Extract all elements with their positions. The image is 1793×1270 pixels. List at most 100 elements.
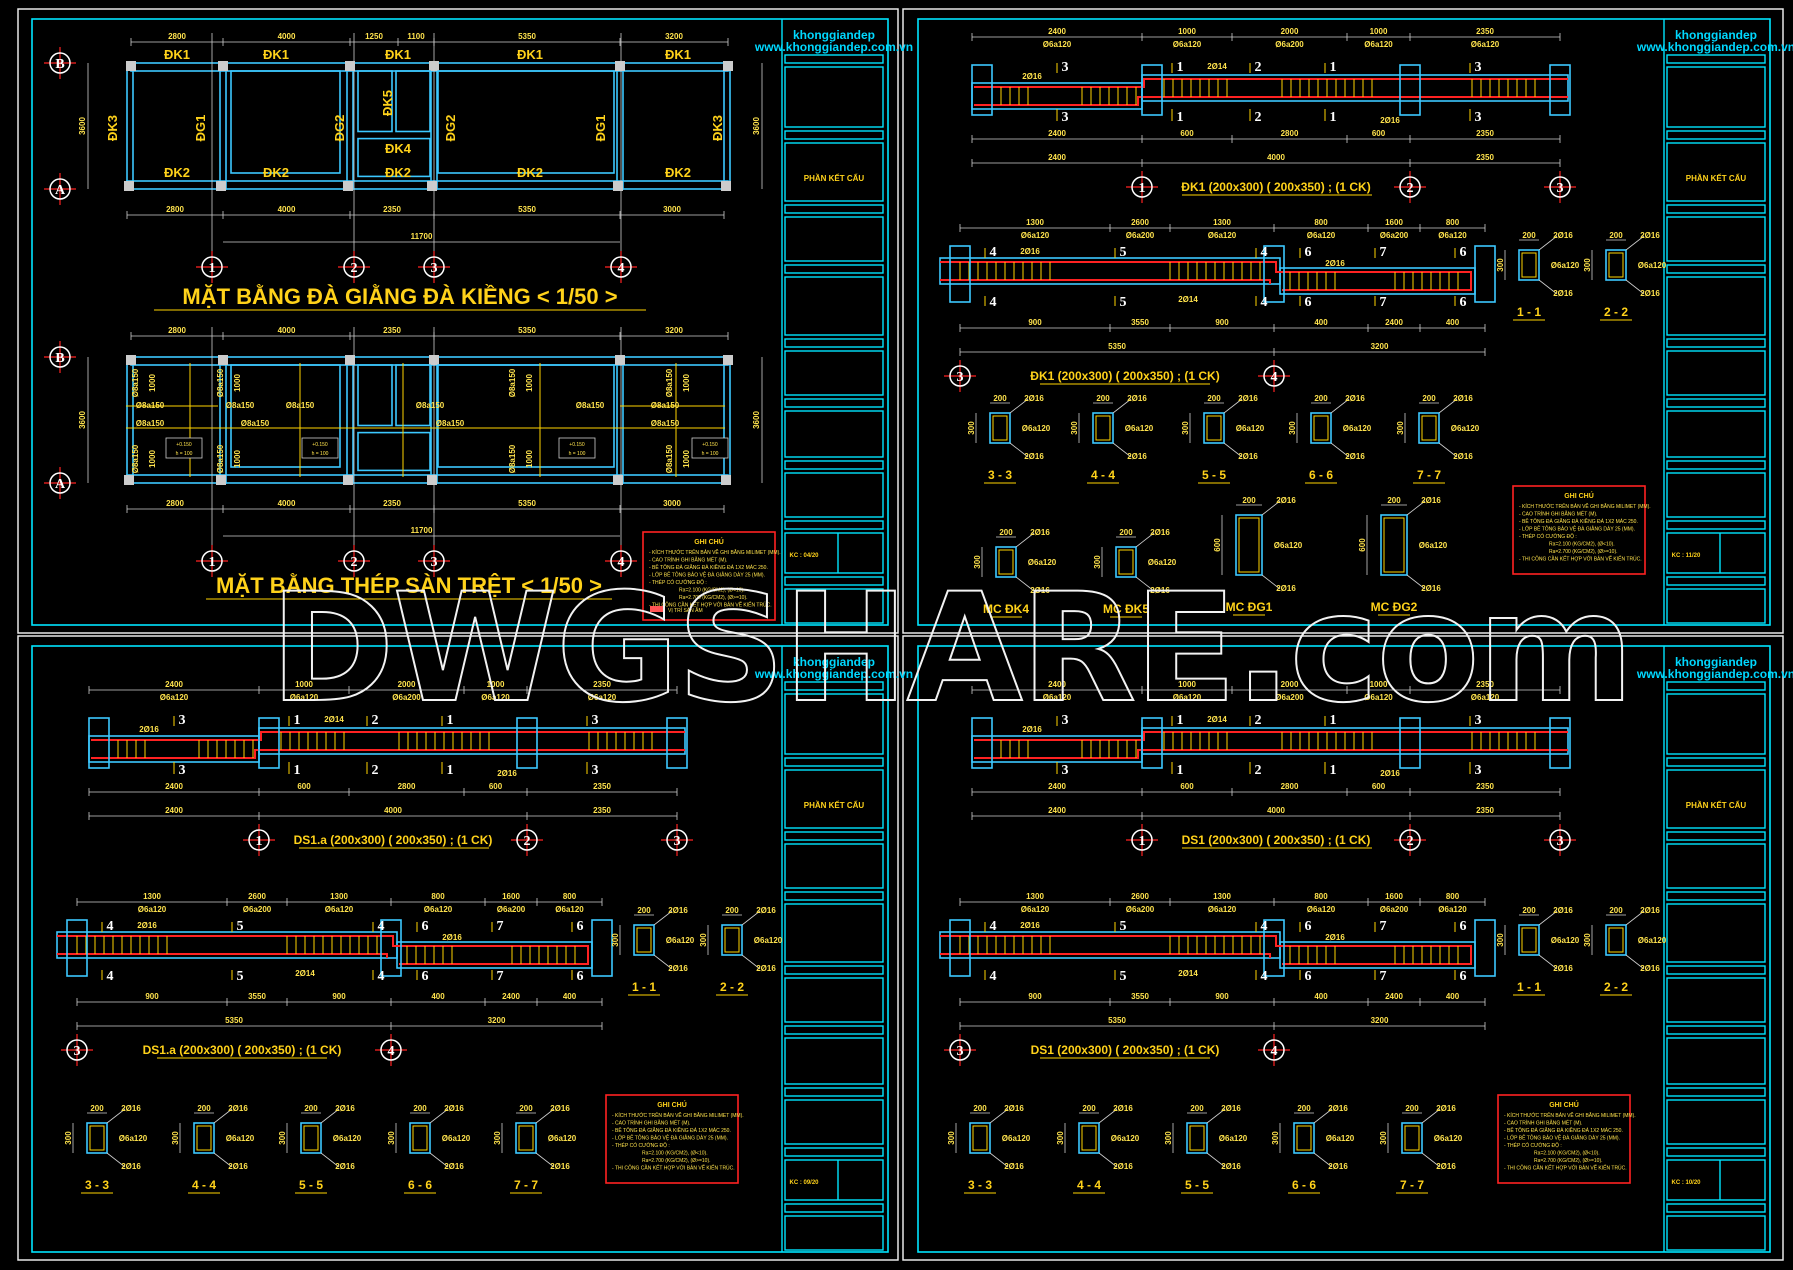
dimension-text: 4000 bbox=[1267, 153, 1285, 162]
slab-panel bbox=[395, 364, 431, 427]
notes-line: - BÊ TÔNG ĐÀ GIẰNG ĐÀ KIỀNG ĐÁ 1X2 MÁC 2… bbox=[1519, 517, 1638, 525]
section-title: 1 - 1 bbox=[1517, 980, 1541, 994]
stirrup-spacing: Ø6a120 bbox=[1021, 231, 1050, 240]
dimension-text: 3200 bbox=[488, 1016, 506, 1025]
dimension-text: 5350 bbox=[225, 1016, 243, 1025]
axis-label: 3 bbox=[957, 370, 964, 385]
stirrup-spacing: Ø6a120 bbox=[1471, 40, 1500, 49]
level-box bbox=[165, 437, 203, 459]
title-block-cell bbox=[784, 891, 884, 901]
top-rebar bbox=[974, 731, 1568, 741]
stirrup-spacing: Ø6a120 bbox=[1043, 693, 1072, 702]
stirrup-spacing: Ø6a200 bbox=[1380, 905, 1409, 914]
title-block-cell bbox=[784, 1215, 884, 1251]
axis-label: 1 bbox=[1139, 181, 1146, 196]
section-cut-label: 5 bbox=[1120, 245, 1127, 260]
stirrup-label: Ø6a120 bbox=[119, 1134, 148, 1143]
title-block-cell bbox=[1666, 757, 1766, 767]
section-stirrup bbox=[1189, 1125, 1205, 1151]
title-block-cell bbox=[784, 1037, 884, 1085]
axis-label: 4 bbox=[618, 261, 625, 276]
section-width: 200 bbox=[1096, 394, 1110, 403]
leader bbox=[1538, 235, 1558, 251]
title-block-cell bbox=[784, 410, 884, 458]
title-block-cell bbox=[784, 532, 884, 574]
section-width: 200 bbox=[1609, 231, 1623, 240]
drawing-frame bbox=[31, 645, 889, 1253]
stirrup-label: Ø6a120 bbox=[1111, 1134, 1140, 1143]
section-cut-label: 4 bbox=[378, 919, 385, 934]
leader bbox=[653, 910, 673, 926]
axis-label: 4 bbox=[1271, 370, 1278, 385]
axis-label: 4 bbox=[1271, 1044, 1278, 1059]
leader bbox=[1421, 1152, 1441, 1168]
section-cut-label: 4 bbox=[990, 245, 997, 260]
bar-label: 2Ø16 bbox=[335, 1104, 355, 1113]
section-cut-label: 6 bbox=[1305, 969, 1312, 984]
dimension-text: 2800 bbox=[166, 205, 184, 214]
notes-line: - CAO TRÌNH GHI BẰNG MÉT (M). bbox=[649, 556, 727, 564]
dimension-text: 1000 bbox=[1370, 680, 1388, 689]
axis-bubble bbox=[1263, 1039, 1285, 1061]
leader bbox=[1223, 442, 1243, 458]
notes-line: Ra=2.100 (KG/CM2), (Ø<10). bbox=[642, 1151, 708, 1157]
axis-label: 2 bbox=[1407, 181, 1414, 196]
title-block-cell bbox=[1666, 460, 1766, 470]
dimension-text: 2000 bbox=[1281, 27, 1299, 36]
section-title: 7 - 7 bbox=[1400, 1178, 1424, 1192]
section-cut-label: 1 bbox=[1177, 60, 1184, 75]
dimension-text: 2350 bbox=[593, 806, 611, 815]
level-box bbox=[691, 437, 729, 459]
section-stirrup bbox=[1404, 1125, 1420, 1151]
dimension-text: 2800 bbox=[168, 326, 186, 335]
bar-label: 2Ø16 bbox=[1453, 394, 1473, 403]
section-title: 5 - 5 bbox=[299, 1178, 323, 1192]
section-outline bbox=[969, 1122, 991, 1154]
beam-title: ĐK1 (200x300) ( 200x350) ; (1 CK) bbox=[1030, 369, 1219, 383]
section-title: MC ĐK5 bbox=[1103, 602, 1149, 616]
rebar-length: 1000 bbox=[148, 450, 157, 468]
section-cut-label: 6 bbox=[422, 919, 429, 934]
beam-title: DS1 (200x300) ( 200x350) ; (1 CK) bbox=[1031, 1043, 1220, 1057]
dimension-text: 2350 bbox=[1476, 680, 1494, 689]
dimension-text: 3550 bbox=[248, 992, 266, 1001]
stirrup-label: Ø6a120 bbox=[754, 936, 783, 945]
stirrup-spacing: Ø6a120 bbox=[1307, 905, 1336, 914]
dimension-text: 2600 bbox=[1131, 218, 1149, 227]
axis-bubble bbox=[49, 346, 71, 368]
section-height: 300 bbox=[171, 1131, 180, 1145]
axis-label: 2 bbox=[351, 555, 358, 570]
notes-line: - LỚP BÊ TÔNG BẢO VỆ ĐÀ GIẰNG DÀY 25 (MM… bbox=[649, 571, 765, 579]
dimension-text: 3550 bbox=[1131, 318, 1149, 327]
axis-label: 4 bbox=[388, 1044, 395, 1059]
axis-label: A bbox=[55, 183, 66, 198]
title-block-cell bbox=[1666, 1147, 1766, 1157]
title-block-cell bbox=[784, 350, 884, 396]
title-block-cell bbox=[784, 843, 884, 889]
section-cut-label: 5 bbox=[237, 969, 244, 984]
dimension-text: 1300 bbox=[1026, 218, 1044, 227]
rebar-length: 1000 bbox=[233, 374, 242, 392]
bar-label: 2Ø16 bbox=[1030, 586, 1050, 595]
section-width: 200 bbox=[637, 906, 651, 915]
leader bbox=[1015, 532, 1035, 548]
bar-label: 2Ø16 bbox=[444, 1104, 464, 1113]
notes-heading: GHI CHÚ bbox=[694, 537, 724, 546]
section-height: 300 bbox=[1583, 258, 1592, 272]
company-logo: khonggiandep bbox=[793, 655, 875, 669]
bar-label: 2Ø16 bbox=[444, 1162, 464, 1171]
section-title: 4 - 4 bbox=[192, 1178, 216, 1192]
section-cut-label: 6 bbox=[1305, 245, 1312, 260]
section-cut-label: 1 bbox=[294, 763, 301, 778]
dimension-text: 1300 bbox=[1213, 892, 1231, 901]
section-cut-label: 3 bbox=[592, 713, 599, 728]
axis-label: 3 bbox=[1557, 181, 1564, 196]
sheet-border bbox=[17, 635, 899, 1261]
stirrup-spacing: Ø6a200 bbox=[1126, 231, 1155, 240]
title-block-cell bbox=[784, 965, 884, 975]
stirrup-spacing: Ø6a200 bbox=[1275, 693, 1304, 702]
bar-label: 2Ø16 bbox=[1553, 289, 1573, 298]
section-stirrup bbox=[1118, 549, 1134, 575]
bar-label: 2Ø16 bbox=[1553, 964, 1573, 973]
column bbox=[124, 181, 134, 191]
